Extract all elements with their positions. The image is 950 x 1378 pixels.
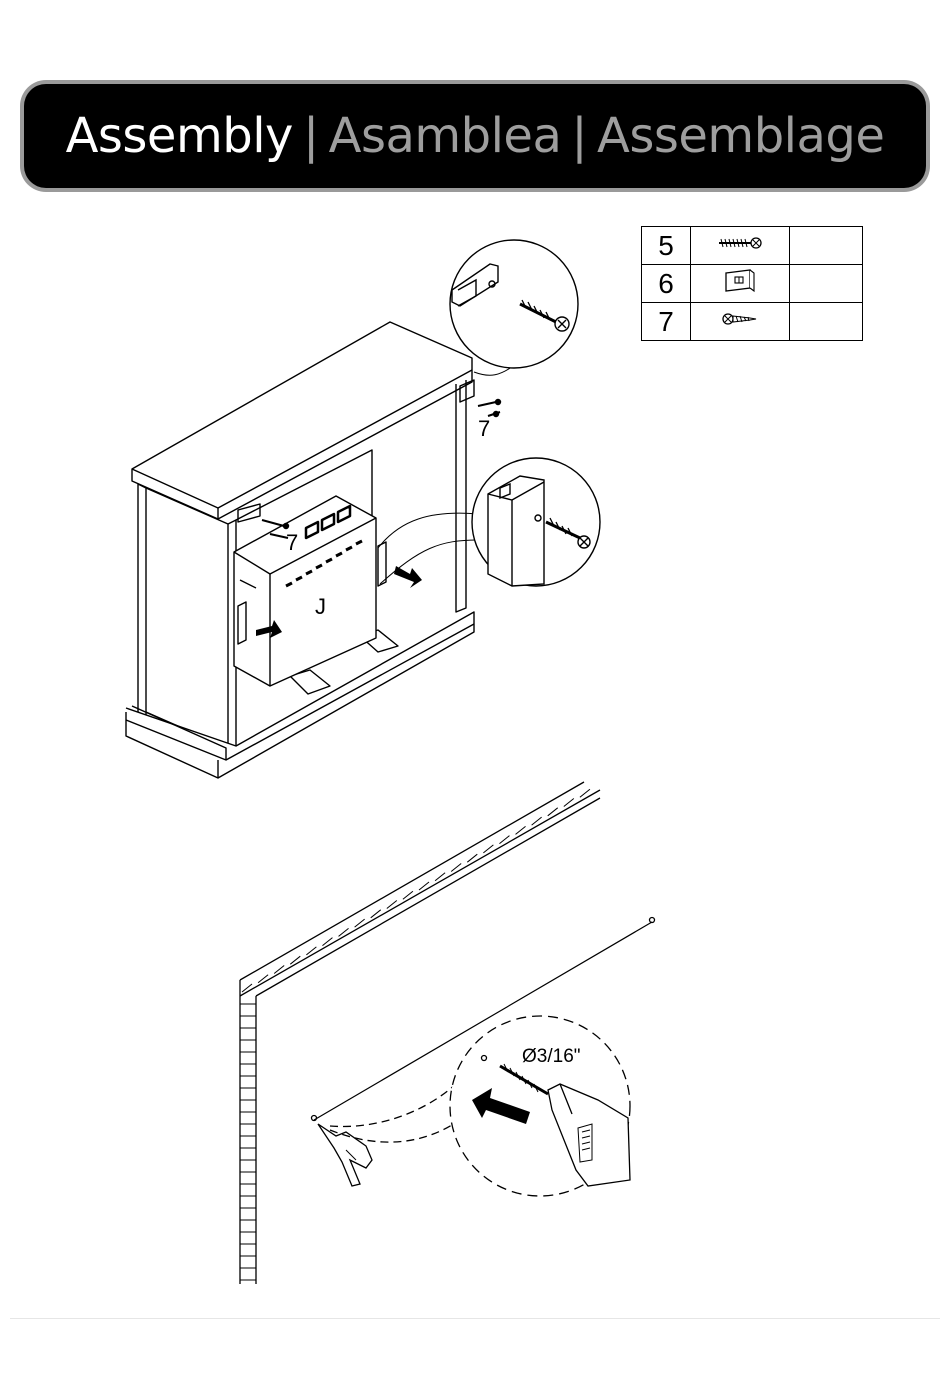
detail-circle-side [472, 458, 600, 586]
drill-bit-size: Ø3/16" [522, 1046, 581, 1068]
screw-callout-top: 7 [478, 416, 490, 442]
screw-callout-left: 7 [286, 530, 298, 556]
wall-diagram [240, 782, 655, 1284]
page-divider [10, 1318, 940, 1319]
mantel-diagram [126, 322, 516, 778]
detail-circle-top [450, 240, 578, 368]
insert-label: J [315, 594, 326, 620]
